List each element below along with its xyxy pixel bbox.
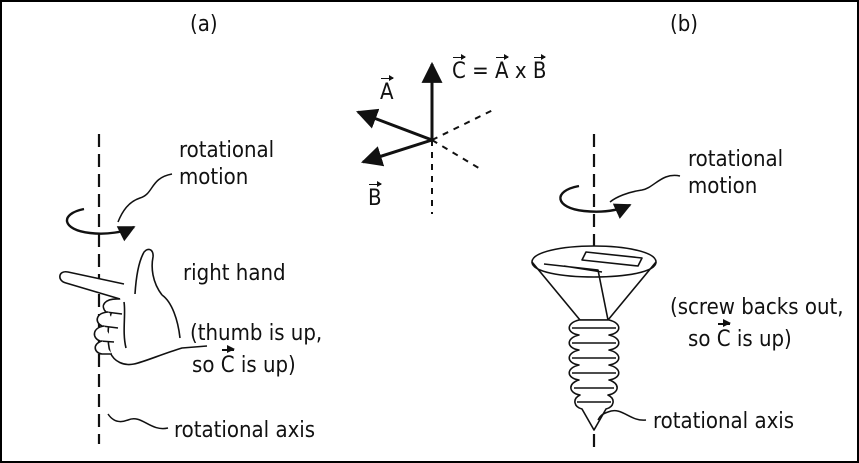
vector-c-label-a: C: [220, 345, 235, 378]
vector-b: [360, 138, 433, 167]
axis-dashed-right: [431, 108, 496, 141]
vector-a-label: A: [380, 75, 394, 105]
rotational-motion-label-b-line2: motion: [688, 174, 758, 199]
axis-leader-b: [597, 409, 647, 421]
thumb-note-line2: so C is up): [192, 345, 296, 378]
vector-c-label-b: C: [716, 319, 731, 352]
rotational-axis-label-b: rotational axis: [653, 409, 795, 434]
rotational-motion-label-a-line2: motion: [179, 165, 249, 190]
screw-drawing: [531, 245, 657, 431]
motion-leader-a: [117, 173, 173, 223]
vector-a: [356, 108, 433, 142]
panel-a-label: (a): [190, 12, 218, 37]
rotation-arrow-a: [65, 207, 136, 242]
thumb-note-line1: (thumb is up,: [190, 321, 323, 346]
rotational-motion-label-a-line1: rotational: [179, 138, 275, 163]
panel-b-label: (b): [670, 12, 699, 37]
right-hand-label: right hand: [183, 261, 286, 286]
motion-leader-b: [609, 174, 681, 203]
cross-product-equation: C = A x B: [452, 54, 547, 84]
screw-note-line1: (screw backs out,: [670, 295, 844, 320]
rotational-axis-label-a: rotational axis: [174, 418, 316, 443]
right-hand-drawing: [59, 248, 208, 366]
rotation-arrow-b: [559, 184, 632, 219]
rotational-motion-label-b-line1: rotational: [688, 147, 784, 172]
vector-b-label: B: [368, 181, 382, 211]
screw-note-line2: so C is up): [688, 319, 792, 352]
axis-dashed-down-right: [431, 139, 483, 171]
axis-leader-a: [107, 413, 169, 430]
